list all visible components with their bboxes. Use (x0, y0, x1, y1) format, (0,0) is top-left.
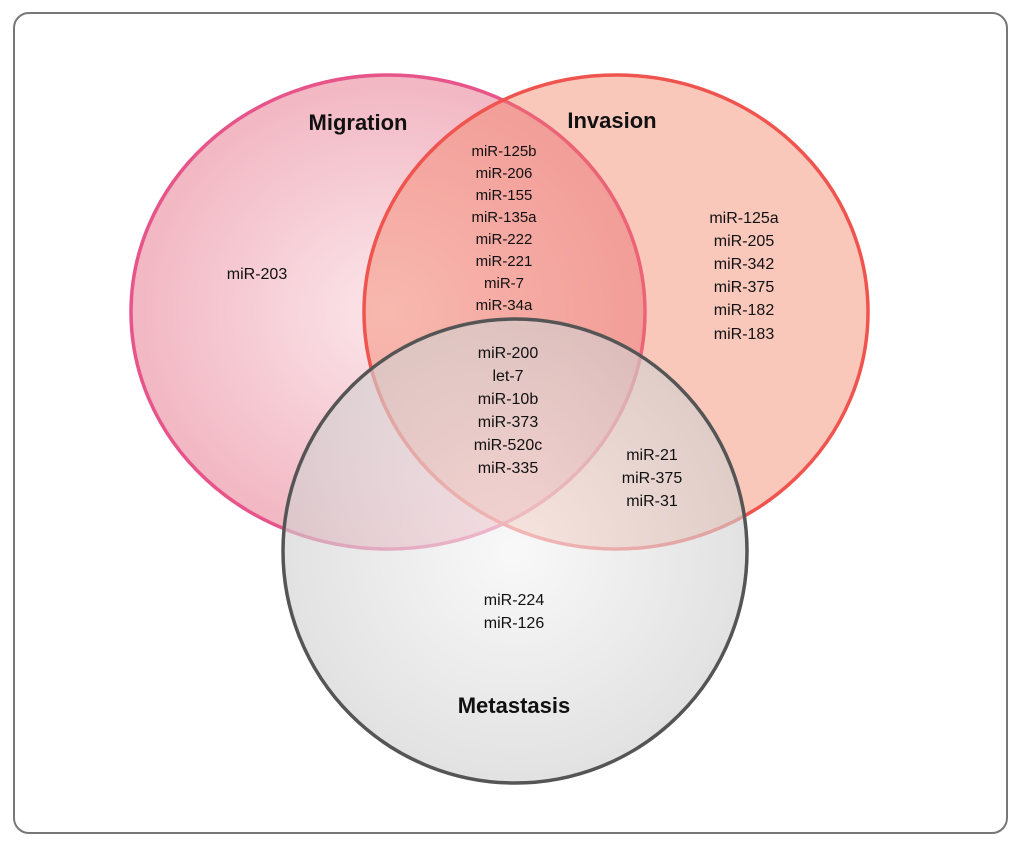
mirna-label: miR-125a (709, 210, 778, 227)
mirna-label: miR-183 (714, 326, 775, 343)
mirna-label: miR-205 (714, 233, 775, 250)
mirna-label: miR-135a (471, 209, 537, 226)
mirna-label: miR-375 (622, 470, 683, 487)
mirna-label: miR-221 (476, 253, 533, 270)
migration-invasion-list: miR-125b miR-206 miR-155 miR-135a miR-22… (471, 143, 537, 314)
mirna-label: miR-7 (484, 275, 524, 292)
mirna-label: miR-126 (484, 615, 545, 632)
mirna-label: miR-206 (476, 165, 533, 182)
mirna-label: miR-224 (484, 592, 545, 609)
mirna-label: miR-222 (476, 231, 533, 248)
mirna-label: miR-34a (476, 297, 533, 314)
mirna-label: miR-203 (227, 266, 288, 283)
mirna-label: miR-335 (478, 460, 539, 477)
all-three-list: miR-200 let-7 miR-10b miR-373 miR-520c m… (474, 345, 542, 477)
mirna-label: miR-373 (478, 414, 539, 431)
metastasis-circle (281, 317, 749, 785)
metastasis-only-list: miR-224 miR-126 (484, 592, 545, 632)
mirna-label: miR-21 (626, 447, 678, 464)
metastasis-title: Metastasis (458, 693, 571, 718)
migration-title: Migration (309, 110, 408, 135)
mirna-label: miR-125b (471, 143, 536, 160)
mirna-label: let-7 (492, 368, 523, 385)
invasion-only-list: miR-125a miR-205 miR-342 miR-375 miR-182… (709, 210, 778, 343)
mirna-label: miR-31 (626, 493, 678, 510)
invasion-title: Invasion (567, 108, 656, 133)
mirna-label: miR-200 (478, 345, 539, 362)
mirna-label: miR-10b (478, 391, 539, 408)
mirna-label: miR-182 (714, 302, 775, 319)
mirna-label: miR-155 (476, 187, 533, 204)
mirna-label: miR-375 (714, 279, 775, 296)
mirna-label: miR-342 (714, 256, 775, 273)
invasion-metastasis-list: miR-21 miR-375 miR-31 (622, 447, 683, 510)
mirna-label: miR-520c (474, 437, 542, 454)
